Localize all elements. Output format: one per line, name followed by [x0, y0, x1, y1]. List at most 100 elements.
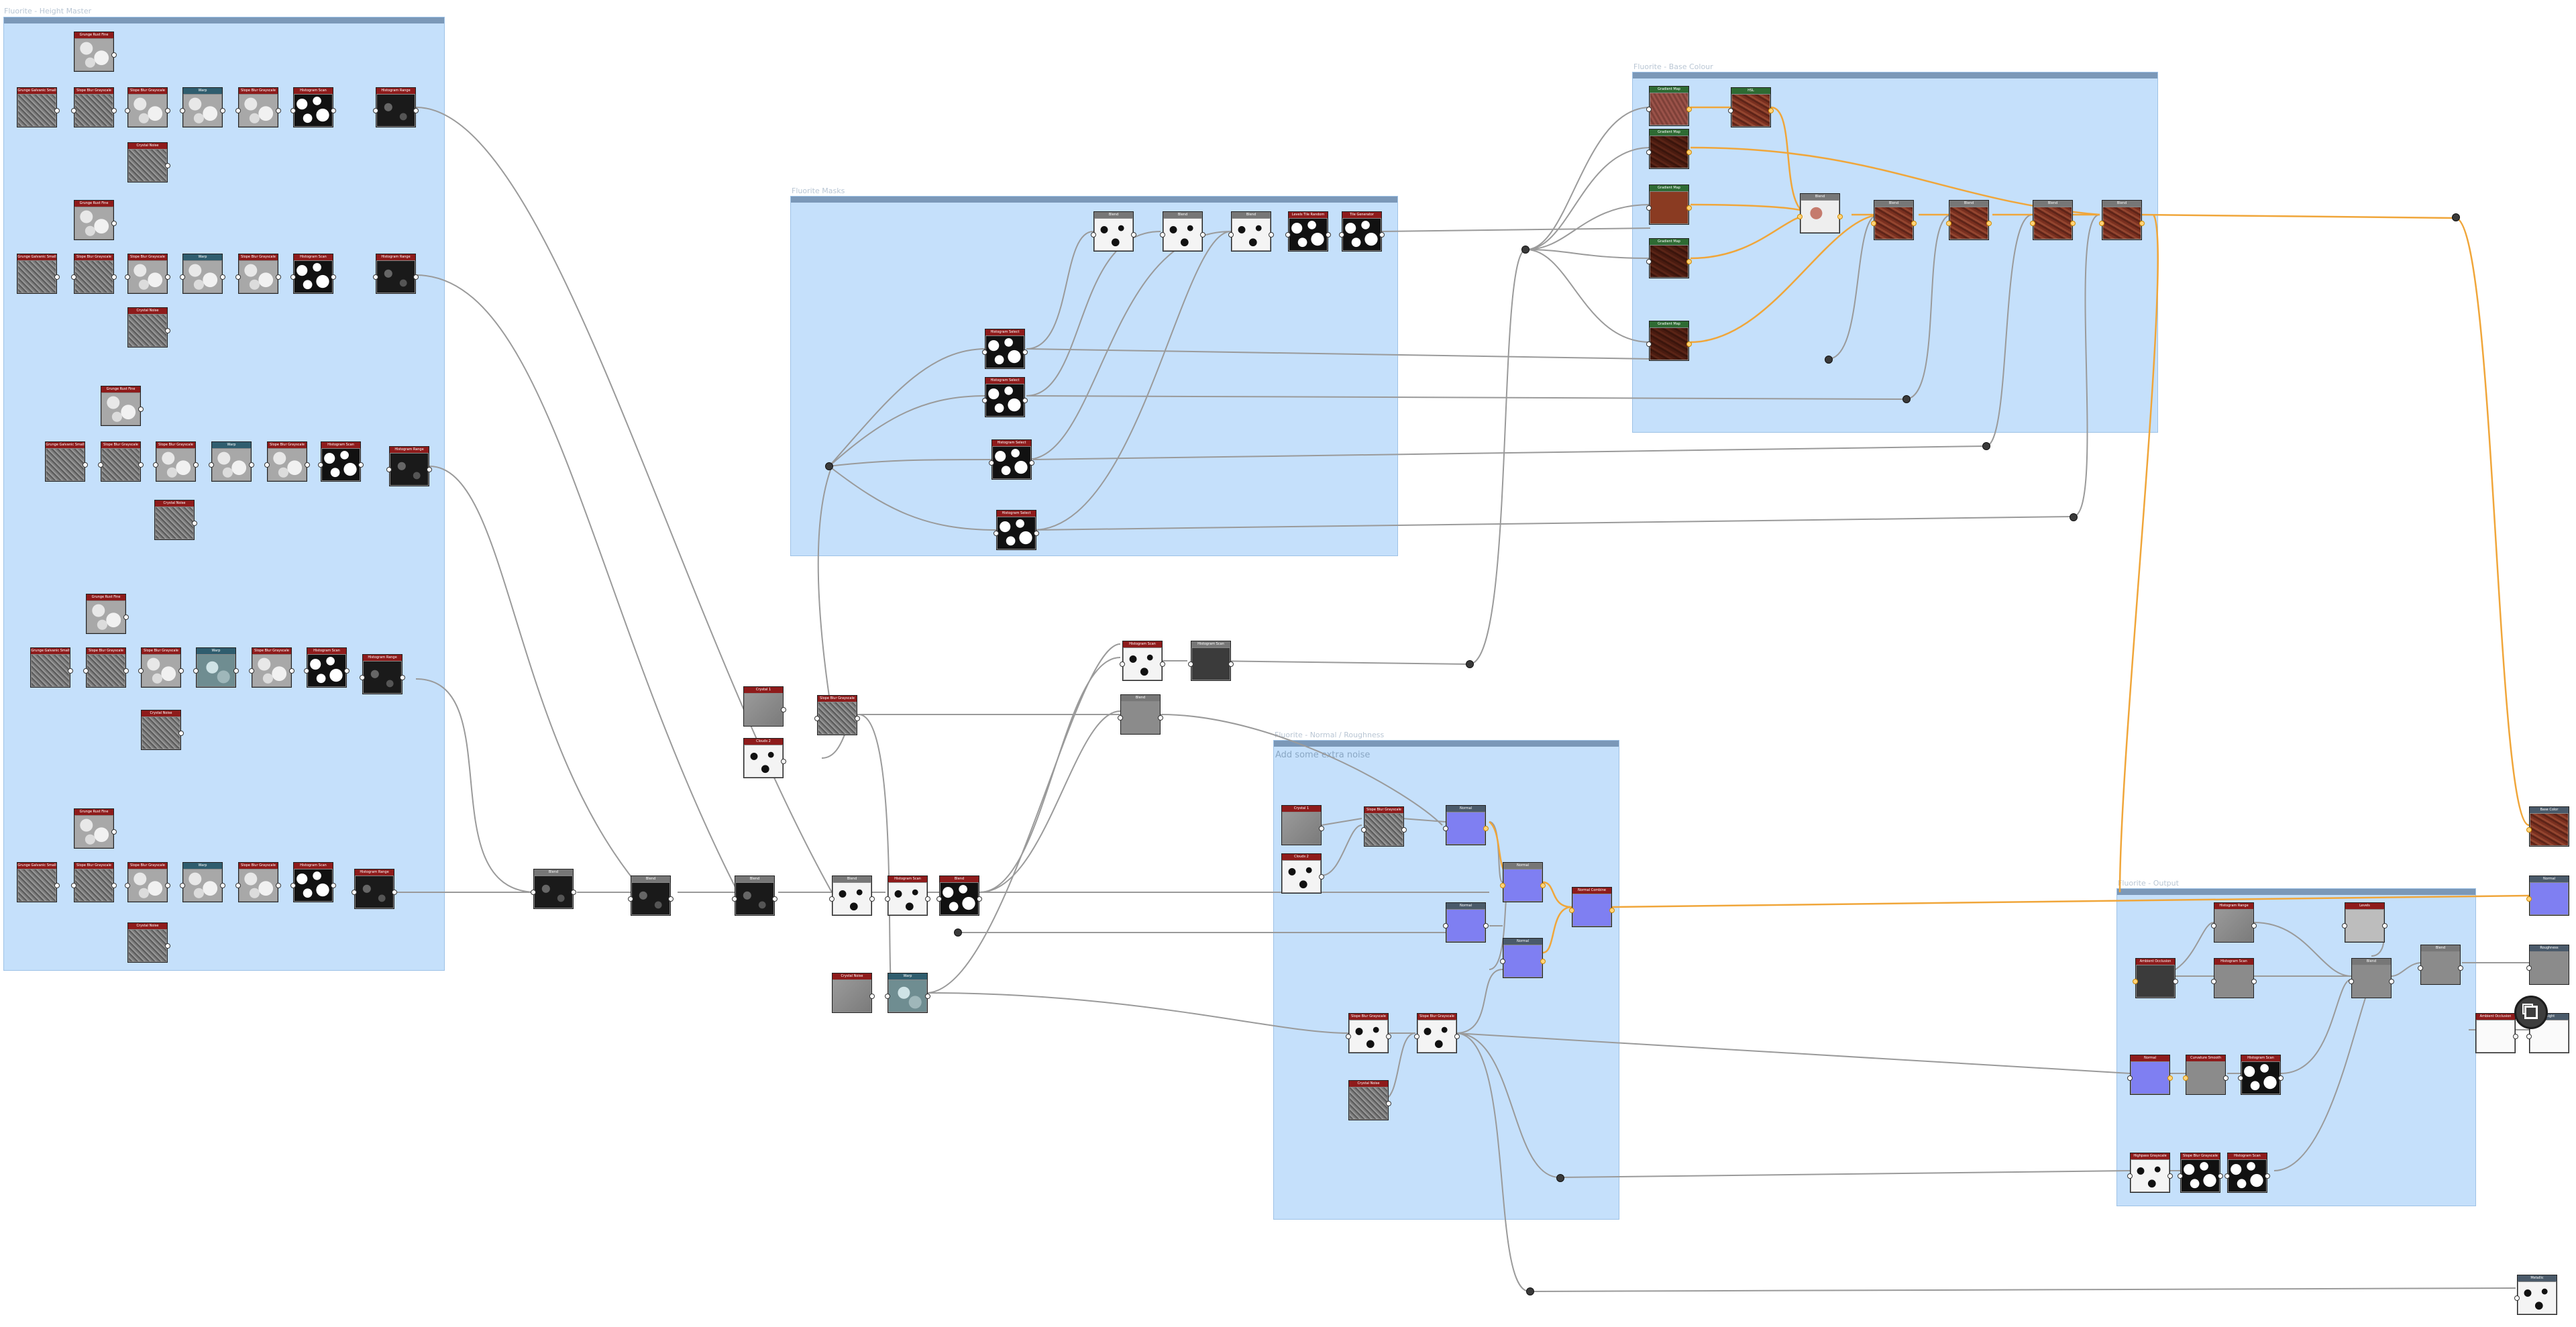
navigator-icon[interactable]: [2514, 996, 2548, 1029]
warp-node[interactable]: Warp: [180, 254, 225, 294]
grunge-galvanic-node[interactable]: Grunge Galvanic Small: [45, 441, 88, 482]
reroute-dot[interactable]: [1521, 246, 1529, 254]
slope-blur-node[interactable]: Slope Blur Grayscale: [1414, 1013, 1460, 1053]
slope-blur-node[interactable]: Slope Blur Grayscale: [125, 87, 170, 127]
levels-tile-random-node[interactable]: Levels Tile Random: [1285, 211, 1331, 252]
output-ao-node[interactable]: Ambient Occlusion: [2475, 1013, 2518, 1053]
normal-node[interactable]: Normal: [2127, 1055, 2173, 1095]
slope-blur-node[interactable]: Slope Blur Grayscale: [98, 441, 144, 482]
blend-node[interactable]: Blend: [1797, 193, 1843, 233]
blend-node[interactable]: Blend: [732, 875, 777, 916]
histogram-select-node[interactable]: Histogram Select: [982, 329, 1028, 369]
clouds-node[interactable]: Clouds 2: [1281, 853, 1324, 894]
grunge-rust-fine-node[interactable]: Grunge Rust Fine: [74, 200, 117, 240]
histogram-range-node[interactable]: Histogram Range: [352, 869, 397, 909]
grunge-galvanic-node[interactable]: Grunge Galvanic Small: [30, 647, 73, 688]
crystal-noise-node[interactable]: Crystal Noise: [154, 500, 197, 540]
grunge-galvanic-node[interactable]: Grunge Galvanic Small: [17, 862, 60, 902]
slope-blur-node[interactable]: Slope Blur Grayscale: [71, 254, 117, 294]
highpass-node[interactable]: Highpass Grayscale: [2127, 1153, 2173, 1193]
histogram-scan-node[interactable]: Histogram Scan: [2211, 958, 2257, 998]
crystal-noise-node[interactable]: Crystal Noise: [127, 307, 170, 348]
slope-blur-node[interactable]: Slope Blur Grayscale: [264, 441, 310, 482]
curvature-smooth-node[interactable]: Curvature Smooth: [2183, 1055, 2229, 1095]
blend-node[interactable]: Blend: [2030, 200, 2076, 240]
slope-blur-node[interactable]: Slope Blur Grayscale: [71, 87, 117, 127]
blend-node[interactable]: Blend: [2349, 958, 2394, 998]
histogram-scan-node[interactable]: Blend: [936, 875, 982, 916]
histogram-range-node[interactable]: Histogram Range: [386, 446, 432, 486]
slope-blur-node[interactable]: Slope Blur Grayscale: [125, 254, 170, 294]
hsl-node[interactable]: HSL: [1728, 87, 1774, 127]
histogram-scan-node[interactable]: Histogram Scan: [304, 647, 350, 688]
histogram-range-node[interactable]: Histogram Range: [373, 87, 419, 127]
grunge-rust-fine-node[interactable]: Grunge Rust Fine: [74, 32, 117, 72]
frame-output[interactable]: [2116, 888, 2476, 1206]
frame-height-master[interactable]: [3, 17, 445, 971]
blend-node[interactable]: Blend: [1160, 211, 1205, 252]
warp-node[interactable]: Warp: [180, 862, 225, 902]
histogram-range-node[interactable]: Histogram Range: [2211, 902, 2257, 943]
reroute-dot[interactable]: [2452, 213, 2460, 221]
tile-generator-node[interactable]: Tile Generator: [1339, 211, 1385, 252]
histogram-scan-node[interactable]: Histogram Scan: [2238, 1055, 2284, 1095]
output-metallic-node[interactable]: Metallic: [2514, 1275, 2557, 1315]
crystal-noise-node[interactable]: Crystal Noise: [1348, 1080, 1391, 1120]
blend-node[interactable]: Blend: [1228, 211, 1274, 252]
gradient-map-node[interactable]: Gradient Map: [1646, 321, 1692, 361]
reroute-dot[interactable]: [1825, 356, 1833, 364]
blend-node[interactable]: Blend: [829, 875, 875, 916]
grunge-galvanic-node[interactable]: Grunge Galvanic Small: [17, 254, 60, 294]
slope-blur-node[interactable]: Slope Blur Grayscale: [1361, 806, 1407, 847]
reroute-dot[interactable]: [2070, 513, 2078, 521]
blend-node[interactable]: Blend: [2099, 200, 2145, 240]
slope-blur-node[interactable]: Slope Blur Grayscale: [249, 647, 294, 688]
normal-node[interactable]: Normal: [1500, 938, 1546, 978]
grunge-rust-fine-node[interactable]: Grunge Rust Fine: [101, 386, 144, 426]
ambient-occlusion-node[interactable]: Ambient Occlusion: [2133, 958, 2178, 998]
normal-node[interactable]: Normal: [1500, 862, 1546, 902]
grunge-galvanic-node[interactable]: Grunge Galvanic Small: [17, 87, 60, 127]
histogram-scan-node[interactable]: Histogram Scan: [1120, 641, 1165, 681]
slope-blur-node[interactable]: Slope Blur Grayscale: [2178, 1153, 2223, 1193]
crystal-noise-node[interactable]: Crystal Noise: [832, 973, 875, 1013]
reroute-dot[interactable]: [825, 462, 833, 470]
grunge-rust-fine-node[interactable]: Grunge Rust Fine: [74, 808, 117, 849]
levels-node[interactable]: Levels: [2342, 902, 2387, 943]
slope-blur-node[interactable]: Slope Blur Grayscale: [1346, 1013, 1391, 1053]
slope-blur-node[interactable]: Slope Blur Grayscale: [138, 647, 184, 688]
blend-node[interactable]: Blend: [1946, 200, 1992, 240]
gradient-map-node[interactable]: Gradient Map: [1646, 129, 1692, 169]
crystal-node[interactable]: Crystal 1: [1281, 805, 1324, 845]
histogram-scan-node[interactable]: Histogram Scan: [290, 87, 336, 127]
warp-node[interactable]: Warp: [209, 441, 254, 482]
reroute-dot[interactable]: [1556, 1174, 1564, 1182]
histogram-scan-node[interactable]: Histogram Scan: [1188, 641, 1234, 681]
slope-blur-node[interactable]: Slope Blur Grayscale: [83, 647, 129, 688]
warp-node[interactable]: Warp: [193, 647, 239, 688]
warp-node[interactable]: Warp: [180, 87, 225, 127]
output-normal-node[interactable]: Normal: [2526, 875, 2569, 916]
slope-blur-node[interactable]: Slope Blur Grayscale: [71, 862, 117, 902]
slope-blur-node[interactable]: Slope Blur Grayscale: [235, 254, 281, 294]
gradient-map-node[interactable]: Gradient Map: [1646, 86, 1692, 126]
slope-blur-node[interactable]: Slope Blur Grayscale: [153, 441, 199, 482]
histogram-select-node[interactable]: Histogram Select: [994, 510, 1039, 550]
histogram-range-node[interactable]: Histogram Range: [360, 654, 405, 694]
slope-blur-node[interactable]: Slope Blur Grayscale: [814, 695, 860, 735]
histogram-scan-node[interactable]: Histogram Scan: [318, 441, 364, 482]
crystal-noise-node[interactable]: Crystal Noise: [127, 922, 170, 963]
blend-node[interactable]: Blend: [1871, 200, 1917, 240]
histogram-scan-node[interactable]: Histogram Scan: [2224, 1153, 2270, 1193]
blend-node[interactable]: Blend: [531, 869, 576, 909]
normal-node[interactable]: Normal: [1443, 902, 1489, 943]
reroute-dot[interactable]: [1526, 1287, 1534, 1295]
blend-node[interactable]: Blend: [628, 875, 674, 916]
histogram-scan-node[interactable]: Histogram Scan: [290, 254, 336, 294]
crystal-node[interactable]: Crystal 1: [743, 686, 786, 727]
histogram-scan-node[interactable]: Histogram Scan: [885, 875, 930, 916]
gradient-map-node[interactable]: Gradient Map: [1646, 184, 1692, 225]
blend-node[interactable]: Blend: [2418, 945, 2463, 985]
grunge-rust-fine-node[interactable]: Grunge Rust Fine: [86, 594, 129, 634]
crystal-noise-node[interactable]: Crystal Noise: [127, 142, 170, 182]
